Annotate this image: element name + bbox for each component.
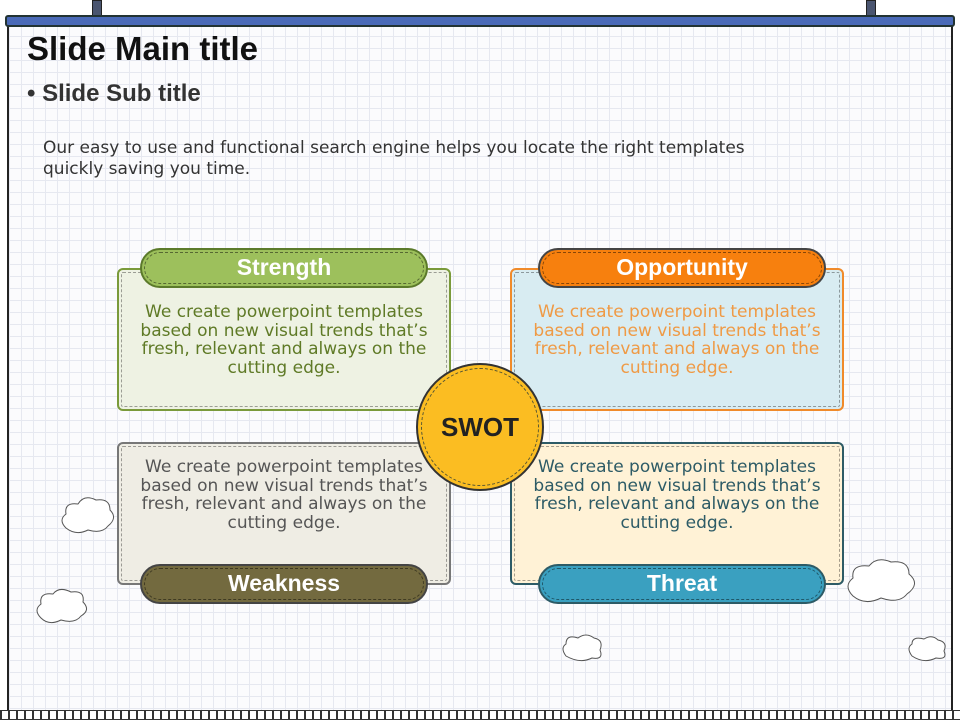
slide-title: Slide Main title	[27, 30, 259, 67]
bullet: •	[27, 80, 36, 107]
opportunity-label: Opportunity	[538, 248, 826, 288]
cloud-icon	[908, 636, 946, 662]
subtitle-text: Slide Sub title	[42, 80, 201, 107]
bottom-strip	[0, 710, 960, 720]
cloud-icon	[562, 634, 602, 662]
board-top-bar	[5, 15, 955, 27]
weakness-box: We create powerpoint templates based on …	[117, 442, 451, 585]
cloud-icon	[36, 588, 87, 624]
weakness-label: Weakness	[140, 564, 428, 604]
swot-center-circle: SWOT	[416, 363, 544, 491]
threat-label: Threat	[538, 564, 826, 604]
cloud-icon	[61, 497, 114, 534]
threat-box: We create powerpoint templates based on …	[510, 442, 844, 585]
strength-label: Strength	[140, 248, 428, 288]
opportunity-box: We create powerpoint templates based on …	[510, 268, 844, 411]
slide-body-text: Our easy to use and functional search en…	[43, 138, 745, 179]
strength-box: We create powerpoint templates based on …	[117, 268, 451, 411]
slide-subtitle: • Slide Sub title	[27, 80, 201, 108]
cloud-icon	[847, 559, 915, 602]
